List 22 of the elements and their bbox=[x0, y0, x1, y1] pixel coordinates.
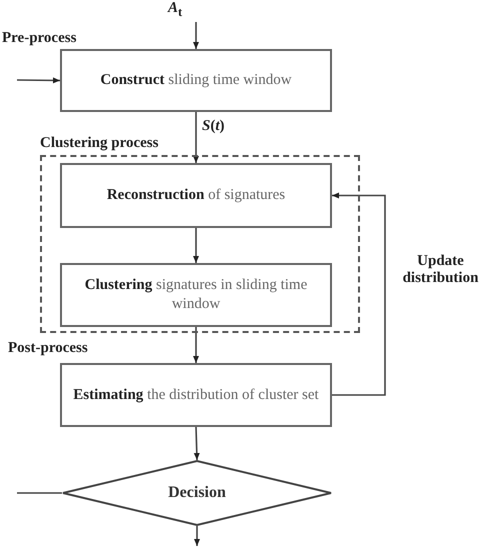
process-box bbox=[60, 363, 332, 427]
arrow bbox=[194, 526, 200, 546]
edge-label: S(t) bbox=[202, 118, 225, 135]
decision-diamond bbox=[62, 460, 332, 526]
arrow bbox=[17, 77, 60, 84]
process-box bbox=[60, 49, 332, 112]
arrow bbox=[193, 112, 199, 163]
process-text: Construct sliding time window bbox=[100, 71, 292, 90]
arrow bbox=[194, 426, 200, 460]
arrow bbox=[193, 327, 199, 363]
process-box bbox=[60, 163, 332, 228]
process-text: Reconstruction of signatures bbox=[106, 186, 286, 205]
process-text: Estimating the distribution of cluster set bbox=[73, 386, 319, 404]
decision-text: Decision bbox=[168, 484, 226, 502]
process-text: Clustering signatures in sliding time window bbox=[84, 276, 308, 314]
arrow bbox=[193, 228, 199, 263]
process-box bbox=[60, 263, 332, 327]
group-title: Clustering process bbox=[40, 135, 158, 152]
stage-label: Post-process bbox=[8, 340, 88, 357]
arrow bbox=[332, 192, 386, 396]
stage-label: Pre-process bbox=[2, 30, 76, 47]
arrow bbox=[193, 22, 199, 49]
